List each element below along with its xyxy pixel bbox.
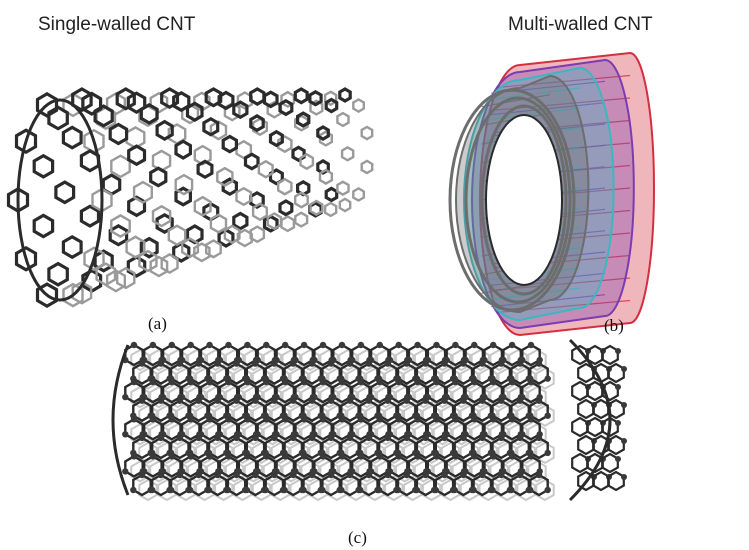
capped-nanotube — [111, 338, 627, 502]
panel-label-b: (b) — [604, 316, 624, 335]
panel-label-c: (c) — [348, 528, 367, 547]
panel-label-a: (a) — [148, 314, 167, 333]
multi-walled-title: Multi-walled CNT — [508, 14, 653, 35]
single-walled-title: Single-walled CNT — [38, 14, 196, 35]
single-walled-nanotube — [6, 87, 374, 308]
multi-walled-nanotube — [448, 51, 655, 337]
